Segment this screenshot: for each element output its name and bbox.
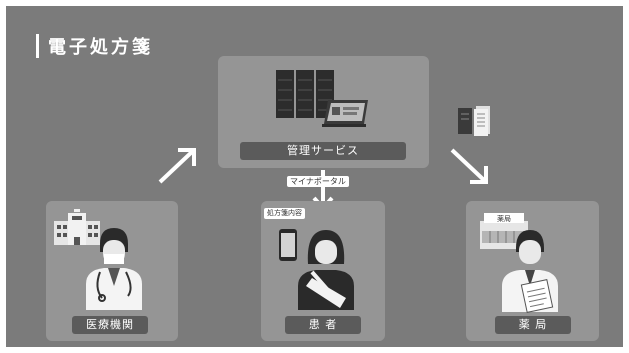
arrow-hospital-to-service [158, 148, 196, 184]
hospital-label: 医療機関 [72, 316, 148, 334]
monitor-screen-icon [322, 100, 368, 127]
portal-label: マイナポータル [287, 176, 349, 187]
title-accent-bar [36, 34, 39, 58]
diagram-title: 電子処方箋 [48, 37, 153, 58]
diagram-frame: 電子処方箋 管理サービス [6, 6, 623, 347]
service-label: 管理サービス [240, 142, 406, 160]
pharmacy-sign-text: 薬局 [497, 214, 511, 223]
server-rack-icon [276, 70, 334, 118]
doctor-icon [86, 228, 142, 310]
pharmacist-icon [502, 230, 558, 313]
prescription-content-label: 処方箋内容 [264, 208, 305, 219]
smartphone-icon [279, 229, 297, 261]
patient-icon [298, 230, 354, 310]
hospital-building-icon [54, 209, 100, 245]
pharmacy-label: 薬 局 [495, 316, 571, 334]
patient-label: 患 者 [285, 316, 361, 334]
document-stack-icon [458, 106, 490, 136]
title-block: 電子処方箋 [36, 34, 153, 58]
arrow-service-to-pharmacy [450, 148, 488, 184]
